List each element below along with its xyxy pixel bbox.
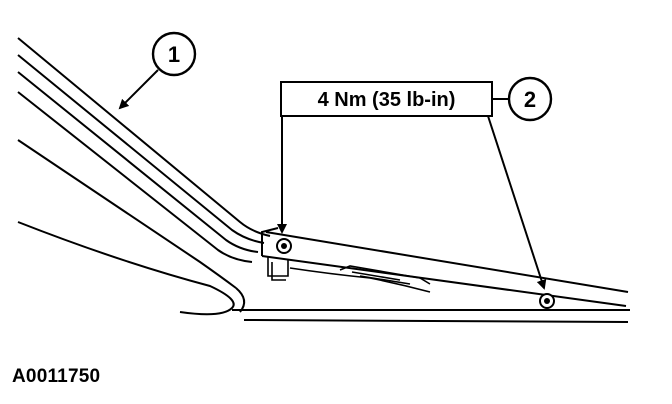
- wiper-arm-trim: [261, 227, 629, 307]
- svg-text:2: 2: [524, 87, 536, 112]
- mounting-bracket: [267, 256, 431, 293]
- trim-line-bundle: [17, 37, 271, 263]
- body-contour: [17, 139, 630, 323]
- svg-text:1: 1: [168, 42, 180, 67]
- fastener-right: [539, 293, 555, 309]
- figure-id-label: A0011750: [12, 366, 101, 387]
- svg-text:4 Nm (35 lb-in): 4 Nm (35 lb-in): [318, 89, 456, 111]
- fastener-left: [276, 238, 292, 254]
- callout-2: 2: [507, 76, 553, 122]
- callout-1: 1: [118, 31, 197, 110]
- torque-label-box: 4 Nm (35 lb-in): [277, 81, 547, 290]
